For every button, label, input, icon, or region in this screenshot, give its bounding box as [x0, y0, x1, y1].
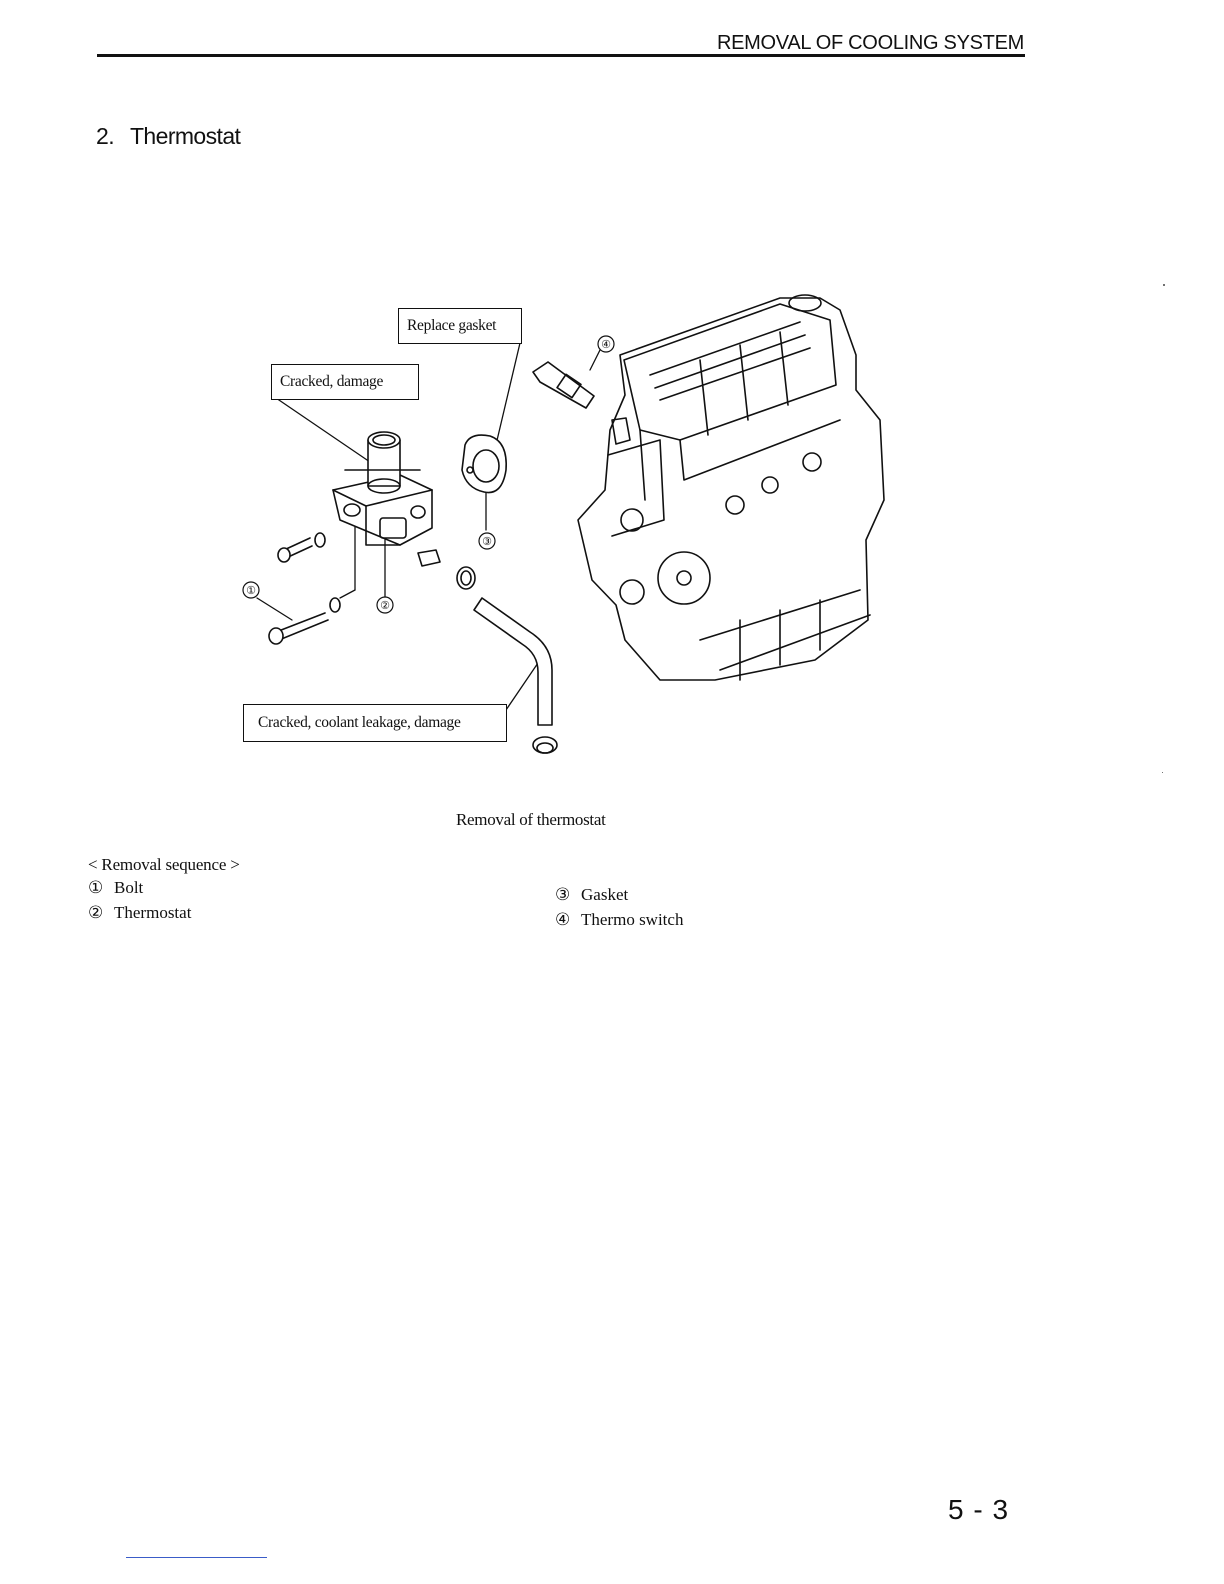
- sequence-item-label: Thermostat: [114, 903, 191, 922]
- callout-cracked-leakage: Cracked, coolant leakage, damage: [243, 704, 507, 742]
- sequence-item-number: ①: [88, 878, 114, 898]
- thermo-switch-part: [533, 362, 594, 408]
- engine-block: [578, 295, 884, 680]
- sequence-item-number: ④: [555, 910, 581, 930]
- thermostat-housing: [333, 432, 432, 545]
- page-number: 5 - 3: [948, 1494, 1009, 1526]
- marker-3: ③: [482, 536, 492, 548]
- sequence-item-number: ②: [88, 903, 114, 923]
- callout-cracked-damage: Cracked, damage: [271, 364, 419, 400]
- sequence-item-number: ③: [555, 885, 581, 905]
- marker-1: ①: [246, 585, 256, 597]
- sequence-item-label: Bolt: [114, 878, 143, 897]
- scan-speck: [1163, 284, 1165, 286]
- footer-rule: [126, 1557, 267, 1558]
- marker-2: ②: [380, 600, 390, 612]
- sequence-item-label: Thermo switch: [581, 910, 683, 929]
- callout-replace-gasket: Replace gasket: [398, 308, 522, 344]
- marker-4: ④: [601, 339, 611, 351]
- sequence-item-label: Gasket: [581, 885, 628, 904]
- removal-sequence-heading: < Removal sequence >: [88, 855, 240, 875]
- scan-speck: [1162, 772, 1163, 773]
- figure-caption: Removal of thermostat: [456, 810, 606, 830]
- bolt-parts: [269, 533, 340, 644]
- gasket-part: [462, 435, 506, 492]
